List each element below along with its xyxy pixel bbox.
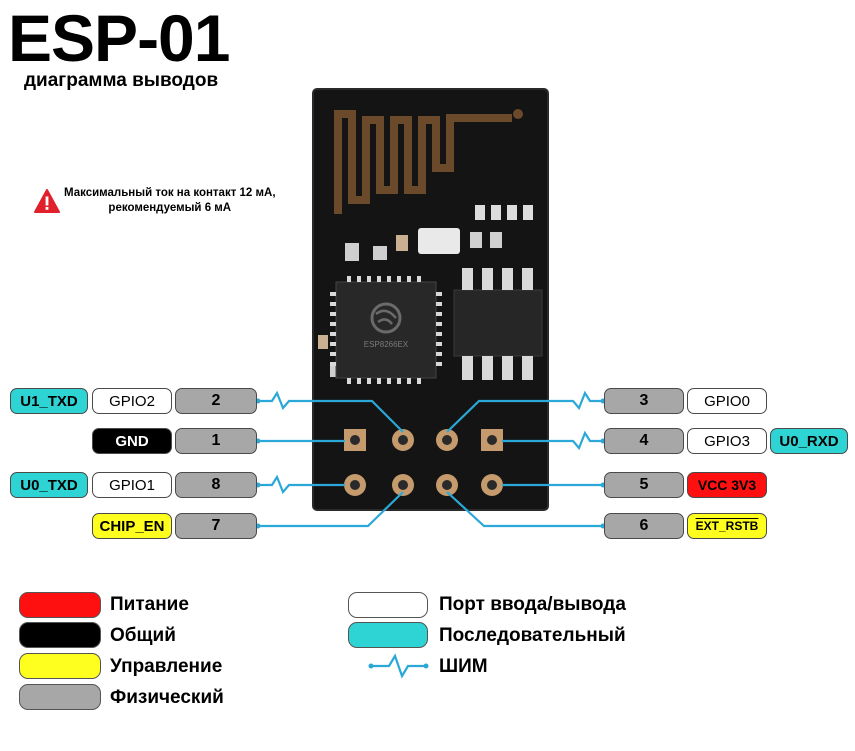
pin-6-number-label: 6: [604, 513, 684, 539]
smd-component: [475, 205, 485, 220]
wire-pin-7: [258, 491, 404, 528]
legend-swatch-serial: [348, 622, 428, 648]
legend-swatch-io: [348, 592, 428, 618]
pin-2-number-label: 2: [175, 388, 257, 414]
pin-6-name-label: EXT_RSTB: [687, 513, 767, 539]
page-subtitle: диаграмма выводов: [24, 70, 219, 91]
pin-2-name-label: GPIO2: [92, 388, 172, 414]
esp8266-chip: [335, 281, 437, 379]
page-title: ESP-01: [8, 1, 230, 75]
legend-label-io: Порт ввода/вывода: [439, 594, 626, 615]
legend-swatch-control: [19, 653, 101, 679]
legend-swatch-ground: [19, 622, 101, 648]
pin-2-alt-label: U1_TXD: [10, 388, 88, 414]
pin-5-number-label: 5: [604, 472, 684, 498]
pin-7-name-label: CHIP_EN: [92, 513, 172, 539]
pin-5-name-label: VCC 3V3: [687, 472, 767, 498]
warning-note: Максимальный ток на контакт 12 мА, реком…: [34, 186, 276, 216]
wire-pin-2: [258, 390, 404, 433]
wire-pin-6: [446, 491, 603, 528]
legend-label-physical: Физический: [110, 687, 224, 708]
pin-1-number-label: 1: [175, 428, 257, 454]
pcb-antenna: [334, 110, 512, 214]
warning-icon: [34, 189, 60, 213]
flash-chip: [453, 289, 543, 357]
pwm-legend-icon: [371, 653, 426, 679]
legend-label-serial: Последовательный: [439, 625, 626, 646]
pin-6-name-text: EXT_RSTB: [695, 519, 759, 533]
pin-8-alt-label: U0_TXD: [10, 472, 88, 498]
wire-pin-8: [258, 474, 345, 495]
crystal: [418, 228, 460, 254]
pin-3-number-label: 3: [604, 388, 684, 414]
warning-line-1: Максимальный ток на контакт 12 мА,: [64, 187, 276, 199]
pin-8-name-label: GPIO1: [92, 472, 172, 498]
legend-label-pwm: ШИМ: [439, 656, 488, 677]
wire-pin-4: [502, 430, 603, 451]
pin-3-name-label: GPIO0: [687, 388, 767, 414]
pin-4-name-label: GPIO3: [687, 428, 767, 454]
wire-pin-3: [446, 390, 603, 433]
pin-1-name-label: GND: [92, 428, 172, 454]
espressif-logo: [370, 302, 402, 334]
legend-label-ground: Общий: [110, 625, 176, 646]
legend-swatch-physical: [19, 684, 101, 710]
legend-label-power: Питание: [110, 594, 189, 615]
legend-swatch-power: [19, 592, 101, 618]
pin-8-number-label: 8: [175, 472, 257, 498]
pin-4-alt-label: U0_RXD: [770, 428, 848, 454]
pin-7-number-label: 7: [175, 513, 257, 539]
chip-label: ESP8266EX: [364, 340, 409, 349]
pin-4-number-label: 4: [604, 428, 684, 454]
warning-line-2: рекомендуемый 6 мА: [108, 202, 232, 214]
legend-label-control: Управление: [110, 656, 223, 677]
